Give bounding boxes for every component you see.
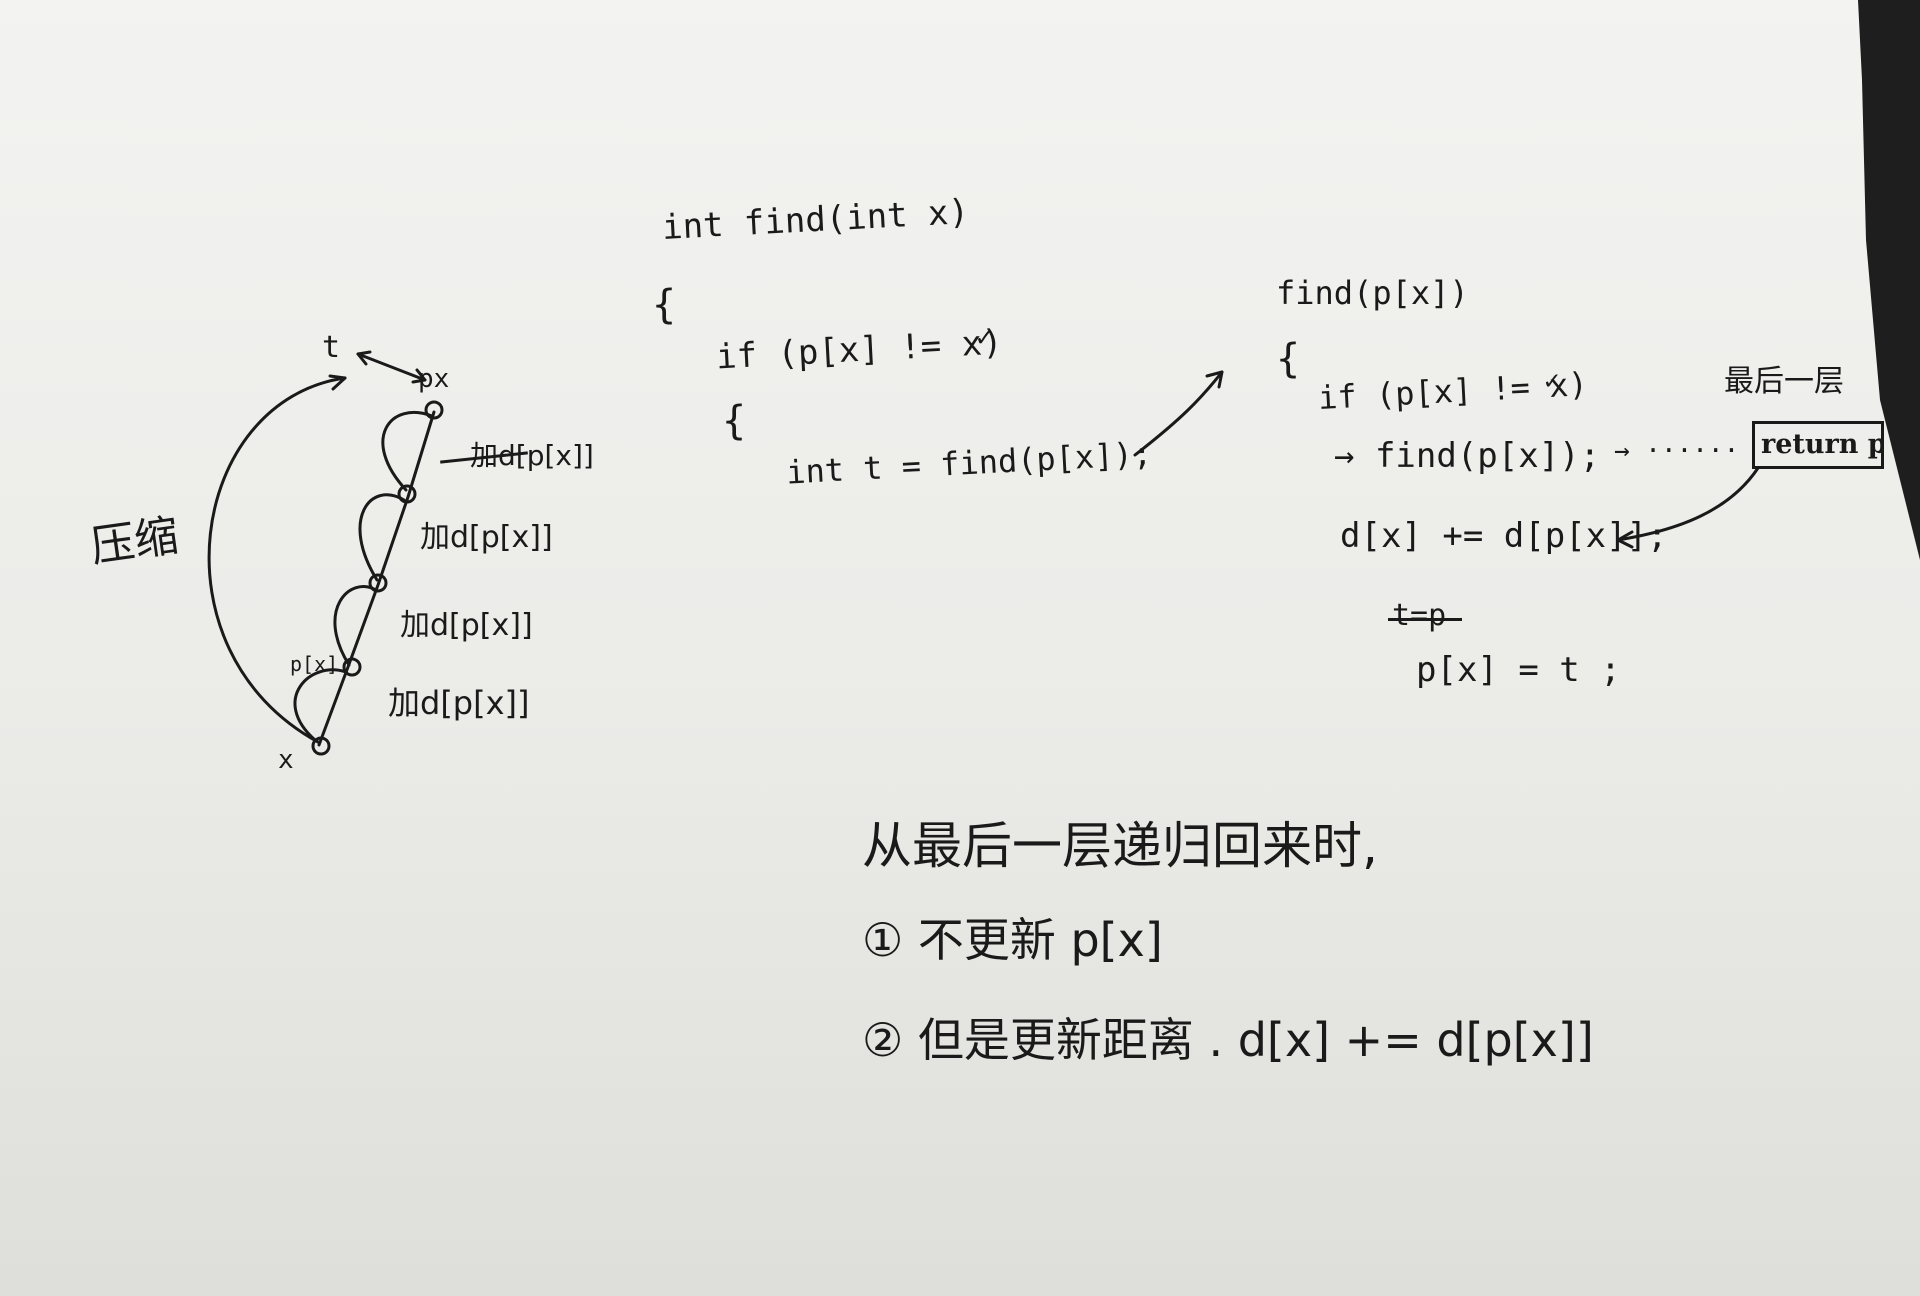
note-line-1: 从最后一层递归回来时, [862, 817, 1378, 875]
compress-label: 压缩 [87, 510, 182, 573]
right-find-call: → find(p[x]); [1334, 436, 1601, 476]
struck-line [1388, 618, 1462, 621]
x-node-label: x [278, 745, 294, 775]
node-mid2 [397, 484, 417, 504]
loop-4 [381, 410, 434, 492]
note-line-3: ② 但是更新距离 . d[x] += d[p[x]] [862, 1013, 1594, 1067]
t-px-arrow [356, 352, 427, 382]
distance-label-4: 加d[p[x]] [388, 684, 530, 722]
return-box: return p[x] [1752, 421, 1884, 469]
px-chain-label: p[x] [290, 652, 339, 676]
left-open-brace: { [652, 282, 677, 328]
node-top [424, 400, 444, 420]
t-node-label: t [322, 330, 341, 365]
node-mid1 [368, 573, 388, 593]
distance-label-3: 加d[p[x]] [400, 608, 533, 643]
chain-line [317, 410, 436, 747]
right-header: find(p[x]) [1276, 274, 1469, 312]
loop-3 [358, 493, 406, 582]
distance-label-2: 加d[p[x]] [420, 520, 553, 555]
last-layer-label: 最后一层 [1724, 364, 1844, 399]
px-node-label: px [418, 364, 450, 394]
parent-update-line: p[x] = t ; [1416, 650, 1621, 690]
left-inner-brace: { [722, 398, 747, 444]
right-open-brace: { [1276, 336, 1301, 382]
node-px [342, 657, 362, 677]
right-check: ✓ [1544, 366, 1560, 396]
loop-2 [333, 585, 378, 667]
note-line-2: ① 不更新 p[x] [862, 913, 1163, 967]
loop-1 [293, 668, 348, 742]
distance-update-line: d[x] += d[p[x]]; [1340, 516, 1668, 556]
right-continue-arrows: → ······ [1614, 436, 1740, 466]
compress-arc [207, 376, 347, 744]
struck-text: t=p [1392, 598, 1447, 633]
left-check: ✓ [976, 320, 993, 353]
node-x [311, 736, 331, 756]
distance-label-1: 加d[p[x]] [470, 439, 594, 472]
recursion-arrow [1133, 370, 1224, 457]
return-arrow [1616, 466, 1760, 542]
